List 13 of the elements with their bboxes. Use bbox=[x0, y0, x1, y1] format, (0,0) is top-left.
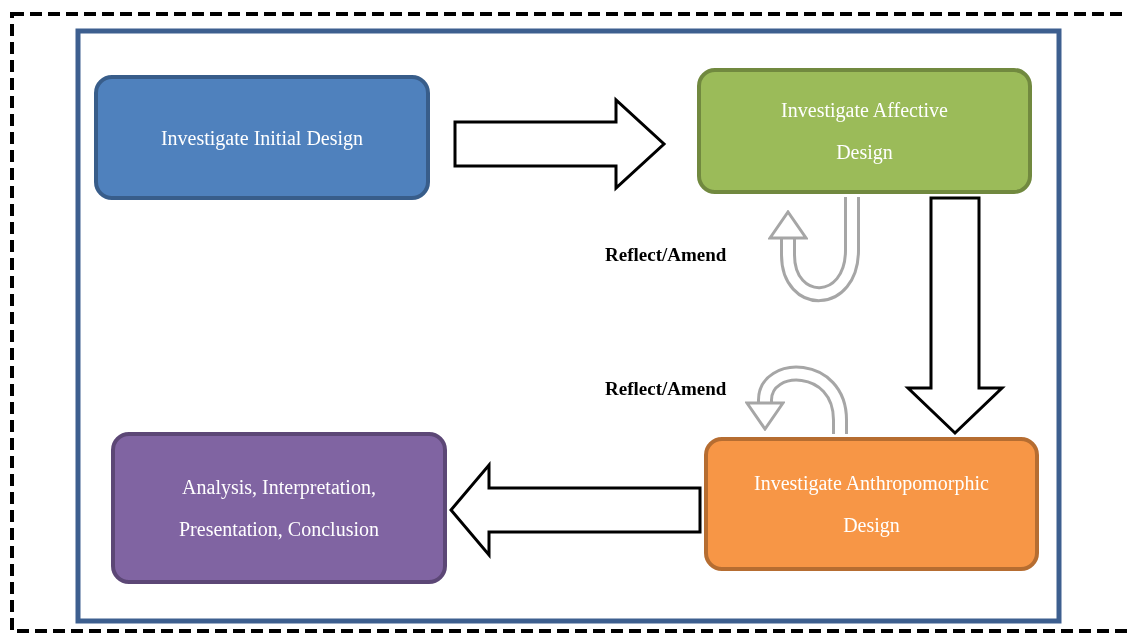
process-box bbox=[697, 68, 1032, 194]
curved-arrow bbox=[768, 197, 860, 302]
process-box bbox=[94, 75, 430, 200]
block-arrow bbox=[904, 196, 1006, 436]
process-box bbox=[704, 437, 1039, 571]
process-box bbox=[111, 432, 447, 584]
curved-arrow bbox=[745, 365, 848, 434]
step-label: Analysis, Interpretation, Presentation, Conclusion bbox=[178, 475, 380, 542]
step-label: Investigate Anthropomorphic Design bbox=[753, 471, 990, 539]
step-label: Investigate Affective Design bbox=[780, 98, 949, 166]
step-label: Investigate Initial Design bbox=[160, 125, 364, 152]
block-arrow bbox=[453, 96, 667, 192]
block-arrow bbox=[449, 460, 702, 560]
